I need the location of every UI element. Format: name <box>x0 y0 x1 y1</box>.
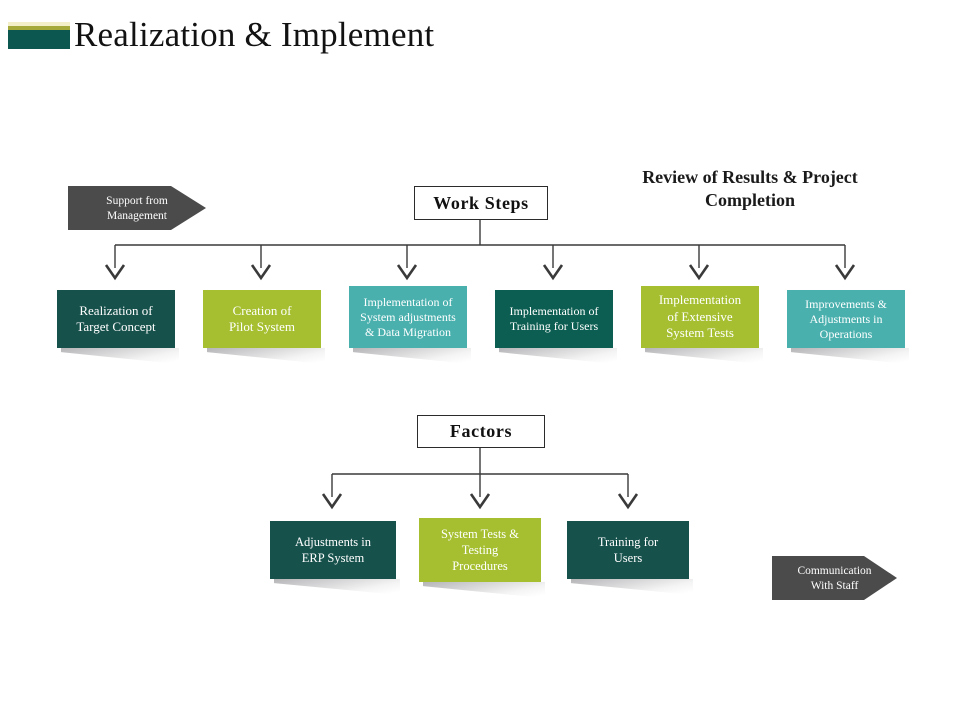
title-accent-teal-block <box>8 30 70 49</box>
callout-support-line2: Management <box>106 209 168 222</box>
callout-support-body <box>68 186 171 230</box>
card-shadow <box>645 348 763 374</box>
card-line2: Testing <box>461 543 499 557</box>
card-shadow <box>353 348 471 374</box>
card-line2: of Extensive <box>667 308 733 324</box>
card-line2: Users <box>613 551 643 565</box>
card-line1: System Tests & <box>440 527 520 541</box>
factor-card-system-tests-testing-procedures[interactable]: System Tests & Testing Procedures <box>419 518 541 582</box>
work-step-card-improvements-adjustments-operations[interactable]: Improvements & Adjustments in Operations <box>787 290 905 348</box>
work-step-card-realization-target-concept[interactable]: Realization of Target Concept <box>57 290 175 348</box>
card-shadow <box>571 579 693 605</box>
arrow-head-icon <box>171 186 206 230</box>
callout-communication-body <box>772 556 864 600</box>
card-line3: Operations <box>819 326 873 341</box>
card-line3: System Tests <box>666 325 734 341</box>
card-shadow <box>423 582 545 608</box>
factor-card-label: Training for Users <box>567 534 689 566</box>
card-line1: Adjustments in <box>294 535 372 549</box>
factor-card-label: System Tests & Testing Procedures <box>419 526 541 574</box>
card-line2: Target Concept <box>76 319 156 334</box>
work-step-card-label: Implementation of Extensive System Tests <box>641 292 759 342</box>
work-step-card-implementation-system-adjustments[interactable]: Implementation of System adjustments & D… <box>349 286 467 348</box>
factors-label-box[interactable]: Factors <box>417 415 545 448</box>
review-heading-line1: Review of Results & Project <box>642 167 858 187</box>
card-line2: Training for Users <box>509 319 599 333</box>
card-line1: Implementation of <box>509 304 599 318</box>
card-line1: Implementation of <box>363 294 453 309</box>
work-step-card-label: Realization of Target Concept <box>57 303 175 336</box>
callout-communication-with-staff: Communication With Staff <box>772 556 897 600</box>
work-step-card-creation-pilot-system[interactable]: Creation of Pilot System <box>203 290 321 348</box>
card-shadow <box>61 348 179 374</box>
work-step-card-label: Implementation of Training for Users <box>495 304 613 334</box>
arrow-head-icon <box>864 556 897 600</box>
card-line1: Implementation <box>658 292 742 308</box>
callout-support-text: Support from Management <box>68 194 236 223</box>
callout-support-from-management: Support from Management <box>68 186 206 230</box>
factor-card-label: Adjustments in ERP System <box>270 534 396 566</box>
card-line1: Training for <box>597 535 659 549</box>
work-step-card-implementation-extensive-system-tests[interactable]: Implementation of Extensive System Tests <box>641 286 759 348</box>
callout-support-line1: Support from <box>106 195 168 207</box>
card-line1: Creation of <box>232 302 292 318</box>
title-accent-olive-line <box>8 26 70 30</box>
title-accent-cream-line <box>8 22 70 26</box>
card-line1: Realization of <box>79 302 153 318</box>
work-steps-label-box[interactable]: Work Steps <box>414 186 548 220</box>
card-shadow <box>274 579 400 605</box>
work-step-card-implementation-training-users[interactable]: Implementation of Training for Users <box>495 290 613 348</box>
card-line2: Adjustments in <box>809 311 883 326</box>
review-heading-line2: Completion <box>705 190 795 210</box>
factor-card-training-for-users[interactable]: Training for Users <box>567 521 689 579</box>
card-shadow <box>207 348 325 374</box>
card-line3: & Data Migration <box>365 324 451 339</box>
page-title: Realization & Implement <box>74 15 435 54</box>
card-line3: Procedures <box>452 559 508 573</box>
work-step-card-label: Creation of Pilot System <box>203 303 321 336</box>
callout-communication-line1: Communication <box>797 565 872 577</box>
review-of-results-heading: Review of Results & Project Completion <box>600 166 900 212</box>
card-line2: Pilot System <box>228 319 296 334</box>
work-step-card-label: Improvements & Adjustments in Operations <box>787 297 905 342</box>
factor-card-adjustments-erp-system[interactable]: Adjustments in ERP System <box>270 521 396 579</box>
card-shadow <box>499 348 617 374</box>
title-accent-bar <box>8 22 70 52</box>
callout-communication-line2: With Staff <box>810 579 859 592</box>
card-line2: System adjustments <box>360 309 456 324</box>
card-line2: ERP System <box>301 551 365 565</box>
work-step-card-label: Implementation of System adjustments & D… <box>349 295 467 340</box>
card-line1: Improvements & <box>805 296 887 311</box>
card-shadow <box>791 348 909 374</box>
callout-communication-text: Communication With Staff <box>772 564 923 593</box>
